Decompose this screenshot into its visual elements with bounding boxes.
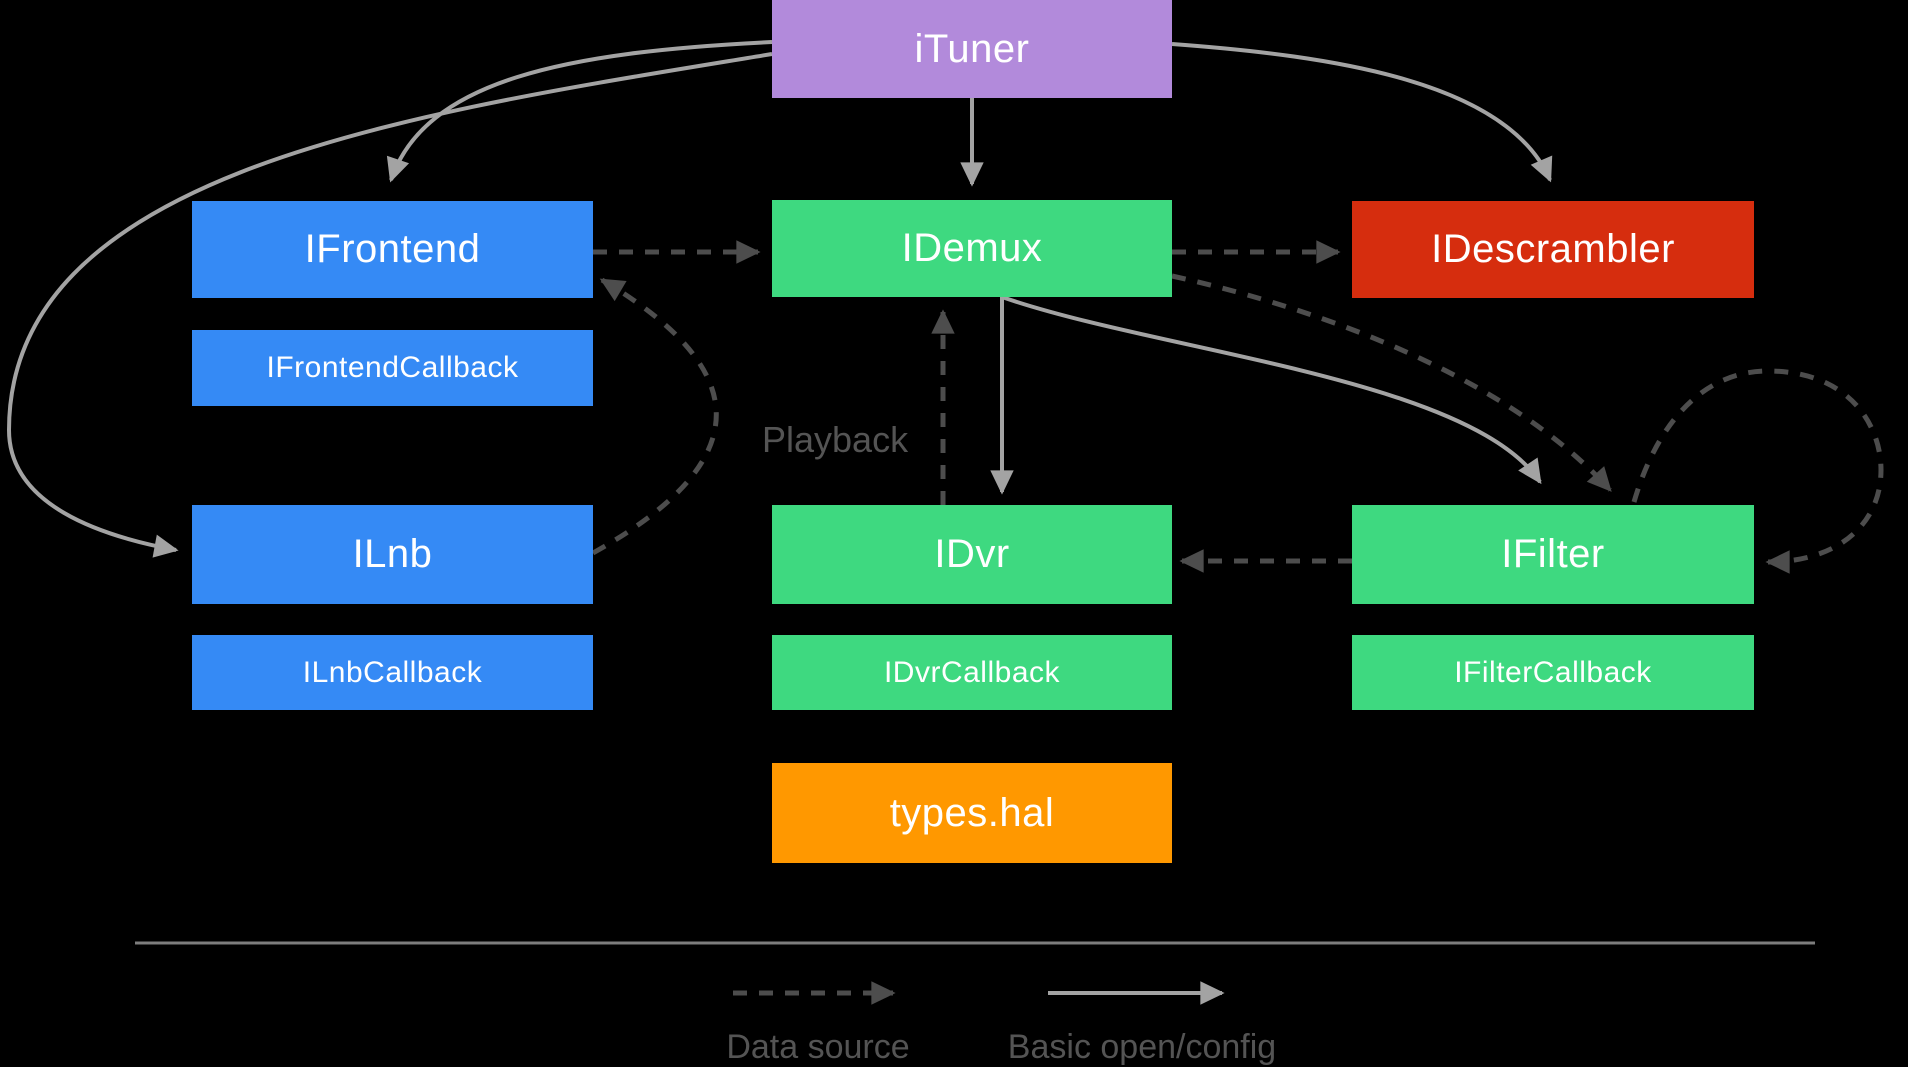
node-types-hal-label: types.hal xyxy=(889,790,1055,835)
node-ifrontend-callback-label: IFrontendCallback xyxy=(266,351,519,384)
edge-idemux-to-ifilter-config xyxy=(1001,295,1542,485)
node-ilnb-label: ILnb xyxy=(352,532,433,576)
edge-ilnb-to-ifrontend xyxy=(591,277,719,556)
node-ifrontend: IFrontend xyxy=(192,201,593,298)
node-ituner: iTuner xyxy=(772,0,1172,98)
edge-ituner-to-ilnb xyxy=(6,52,773,558)
node-ilnb-callback: ILnbCallback xyxy=(192,635,593,710)
node-idescrambler-label: IDescrambler xyxy=(1431,227,1675,271)
node-ifilter-label: IFilter xyxy=(1501,532,1605,576)
legend-data-source-label: Data source xyxy=(726,1028,910,1066)
node-idemux-label: IDemux xyxy=(901,226,1043,270)
node-ifilter: IFilter xyxy=(1352,505,1754,604)
edge-idemux-to-ifilter-data xyxy=(1171,273,1612,492)
playback-label: Playback xyxy=(762,419,909,460)
edge-ituner-to-idescrambler xyxy=(1171,42,1553,183)
node-types-hal: types.hal xyxy=(772,763,1172,863)
node-ilnb-callback-label: ILnbCallback xyxy=(302,655,483,689)
node-ilnb: ILnb xyxy=(192,505,593,604)
node-ituner-label: iTuner xyxy=(914,26,1030,71)
legend-basic-open-config-label: Basic open/config xyxy=(1007,1028,1277,1066)
node-idvr: IDvr xyxy=(772,505,1172,604)
node-ifrontend-label: IFrontend xyxy=(304,227,481,271)
node-ifilter-callback: IFilterCallback xyxy=(1352,635,1754,710)
node-ifilter-callback-label: IFilterCallback xyxy=(1454,655,1652,689)
edge-ifilter-self-loop xyxy=(1631,368,1884,574)
node-idemux: IDemux xyxy=(772,200,1172,297)
node-ifrontend-callback: IFrontendCallback xyxy=(192,330,593,406)
node-idescrambler: IDescrambler xyxy=(1352,201,1754,298)
node-idvr-callback: IDvrCallback xyxy=(772,635,1172,710)
node-idvr-callback-label: IDvrCallback xyxy=(883,655,1061,689)
node-idvr-label: IDvr xyxy=(934,532,1010,576)
edge-ituner-to-ifrontend xyxy=(386,40,773,183)
